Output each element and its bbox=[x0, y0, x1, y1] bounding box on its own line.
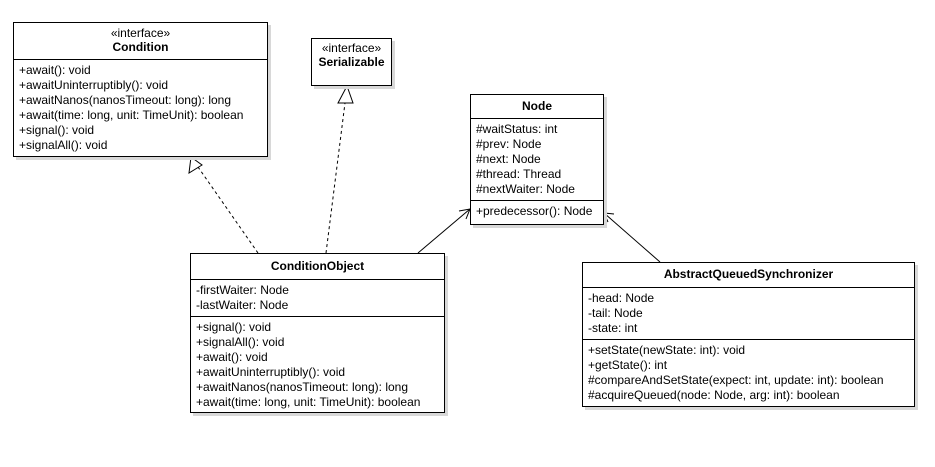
condition-method: +await(time: long, unit: TimeUnit): bool… bbox=[19, 108, 244, 122]
condition-object-attribute: -lastWaiter: Node bbox=[196, 298, 289, 312]
node-class-name: Node bbox=[522, 99, 552, 113]
aqs-header: AbstractQueuedSynchronizer bbox=[583, 263, 914, 288]
condition-method: +awaitNanos(nanosTimeout: long): long bbox=[19, 93, 232, 107]
node-attribute: #thread: Thread bbox=[476, 167, 562, 181]
node-attribute: #nextWaiter: Node bbox=[476, 182, 575, 196]
node-header: Node bbox=[471, 95, 603, 119]
condition-methods: +await(): void +awaitUninterruptibly(): … bbox=[14, 60, 267, 156]
condition-interface-box: «interface» Condition +await(): void +aw… bbox=[13, 22, 268, 157]
realization-condition-object-to-serializable bbox=[325, 84, 354, 254]
node-attribute: #next: Node bbox=[476, 152, 541, 166]
realization-condition-object-to-condition bbox=[188, 156, 259, 254]
condition-object-method: +await(time: long, unit: TimeUnit): bool… bbox=[196, 395, 421, 409]
condition-object-header: ConditionObject bbox=[191, 254, 444, 280]
condition-method: +await(): void bbox=[19, 63, 91, 77]
condition-method: +signalAll(): void bbox=[19, 138, 108, 152]
aqs-method: #acquireQueued(node: Node, arg: int): bo… bbox=[588, 388, 840, 402]
condition-object-method: +awaitNanos(nanosTimeout: long): long bbox=[196, 380, 409, 394]
condition-method: +signal(): void bbox=[19, 123, 95, 137]
aqs-class-name: AbstractQueuedSynchronizer bbox=[663, 267, 834, 281]
condition-object-methods: +signal(): void +signalAll(): void +awai… bbox=[191, 317, 444, 413]
serializable-stereotype: «interface» bbox=[321, 41, 382, 55]
node-attribute: #prev: Node bbox=[476, 137, 542, 151]
condition-object-attribute: -firstWaiter: Node bbox=[196, 283, 289, 297]
condition-object-class-name: ConditionObject bbox=[270, 259, 365, 273]
condition-object-class-box: ConditionObject -firstWaiter: Node -last… bbox=[190, 253, 445, 413]
aqs-method: #compareAndSetState(expect: int, update:… bbox=[588, 373, 884, 387]
node-class-box: Node #waitStatus: int #prev: Node #next:… bbox=[470, 94, 604, 225]
condition-object-method: +signal(): void bbox=[196, 320, 272, 334]
aqs-class-box: AbstractQueuedSynchronizer -head: Node -… bbox=[582, 262, 915, 407]
condition-stereotype: «interface» bbox=[110, 26, 171, 40]
node-method: +predecessor(): Node bbox=[476, 204, 593, 218]
condition-header: «interface» Condition bbox=[14, 23, 267, 60]
condition-object-attributes: -firstWaiter: Node -lastWaiter: Node bbox=[191, 280, 444, 317]
node-methods: +predecessor(): Node bbox=[471, 201, 603, 222]
condition-method: +awaitUninterruptibly(): void bbox=[19, 78, 169, 92]
aqs-attributes: -head: Node -tail: Node -state: int bbox=[583, 288, 914, 340]
aqs-attribute: -tail: Node bbox=[588, 306, 643, 320]
serializable-class-name: Serializable bbox=[318, 55, 385, 69]
aqs-method: +getState(): int bbox=[588, 358, 668, 372]
aqs-attribute: -state: int bbox=[588, 321, 638, 335]
serializable-interface-box: «interface» Serializable bbox=[311, 38, 392, 86]
aqs-methods: +setState(newState: int): void +getState… bbox=[583, 340, 914, 406]
node-attribute: #waitStatus: int bbox=[476, 122, 558, 136]
aqs-method: +setState(newState: int): void bbox=[588, 343, 746, 357]
node-attributes: #waitStatus: int #prev: Node #next: Node… bbox=[471, 119, 603, 201]
condition-class-name: Condition bbox=[112, 40, 169, 54]
association-aqs-to-node bbox=[603, 212, 661, 263]
aqs-attribute: -head: Node bbox=[588, 291, 655, 305]
association-condition-object-to-node bbox=[417, 208, 471, 254]
condition-object-method: +awaitUninterruptibly(): void bbox=[196, 365, 346, 379]
serializable-header: «interface» Serializable bbox=[312, 39, 391, 74]
condition-object-method: +signalAll(): void bbox=[196, 335, 285, 349]
condition-object-method: +await(): void bbox=[196, 350, 268, 364]
